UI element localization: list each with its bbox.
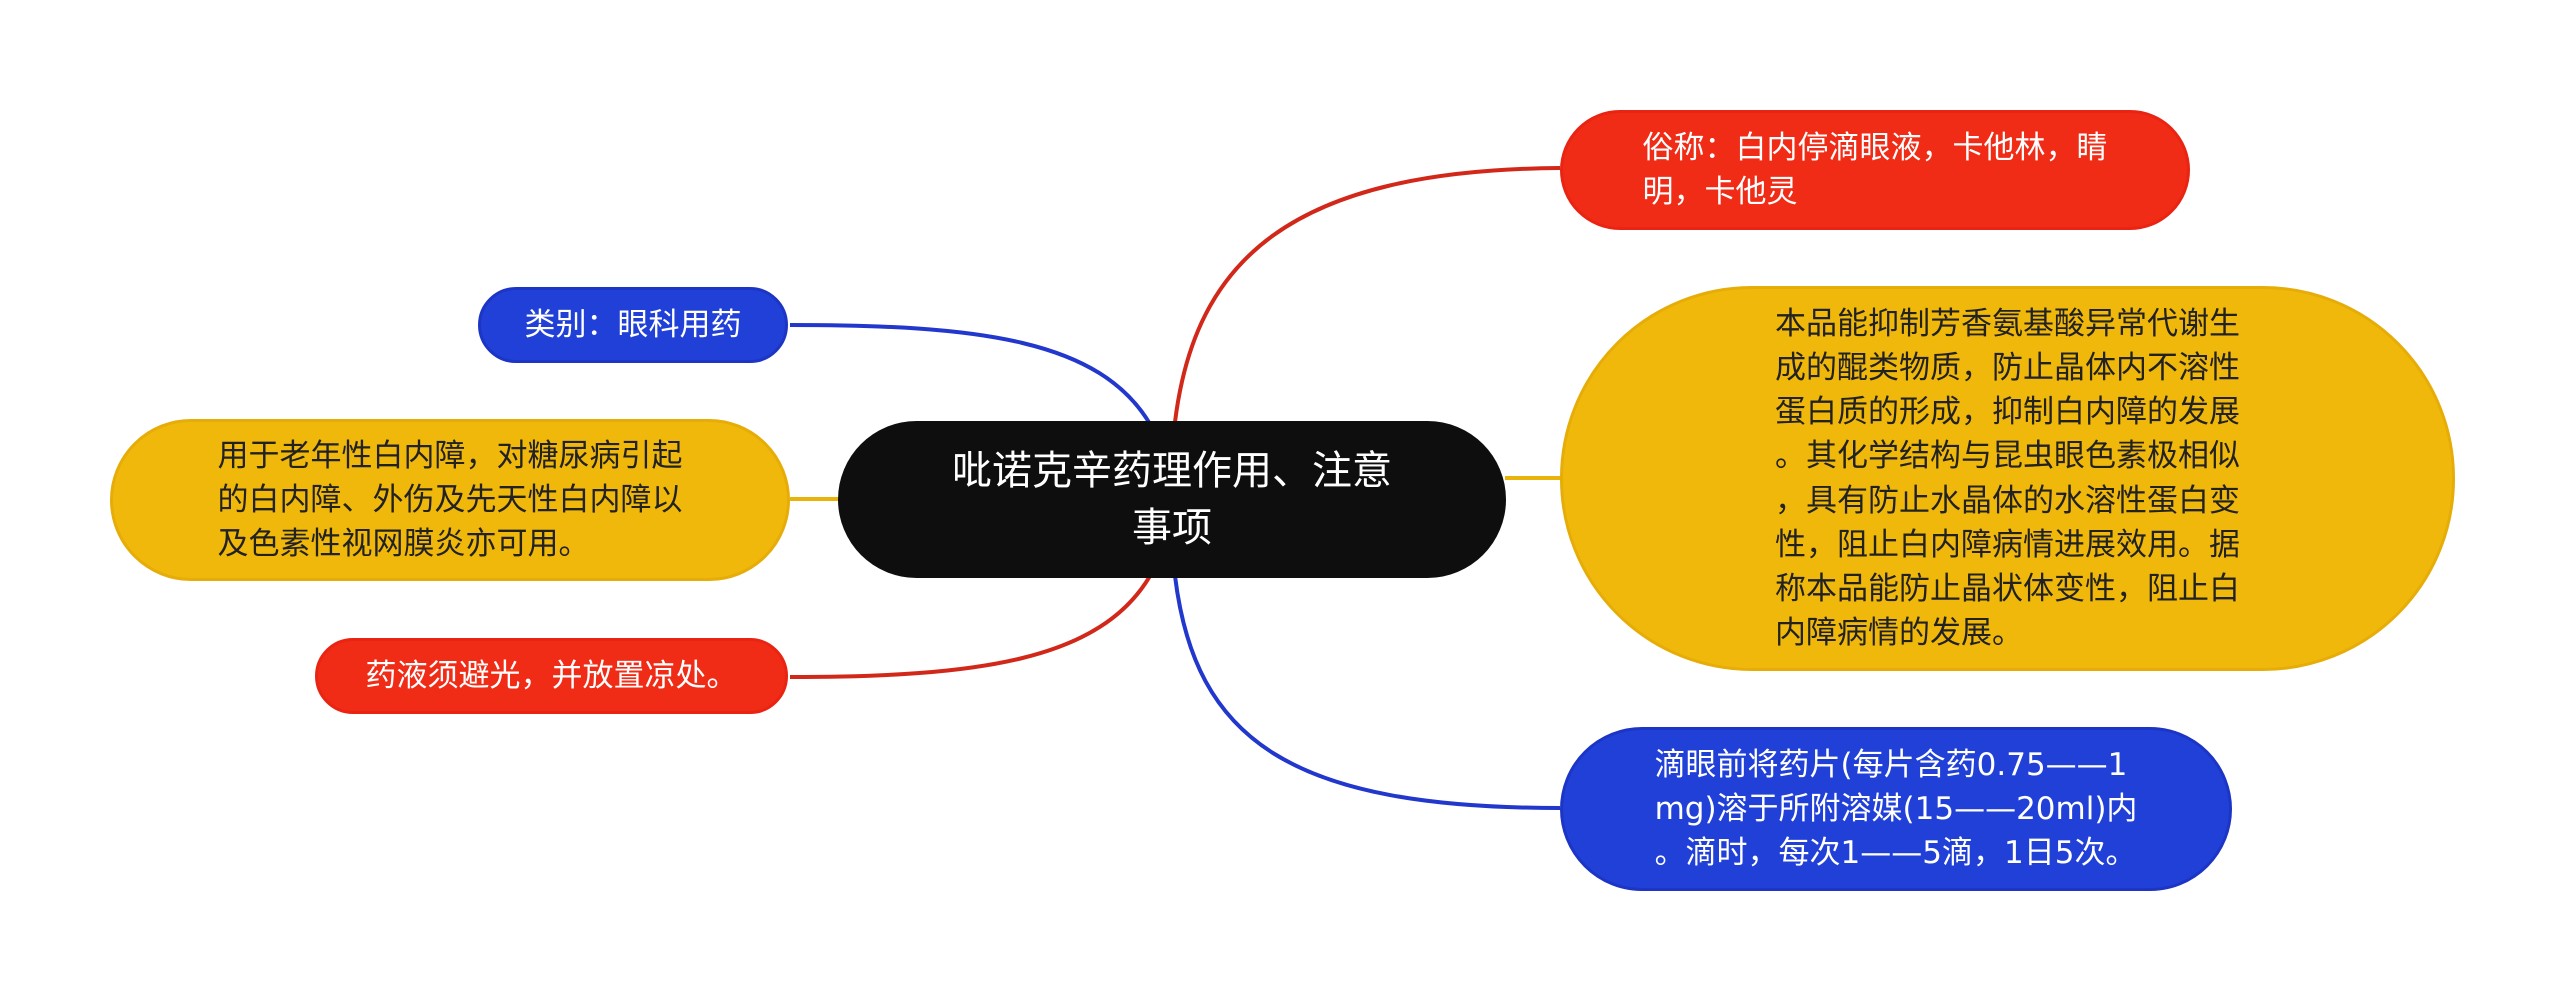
- left-branch-1-label: 类别：眼科用药: [524, 306, 742, 343]
- left-branch-2-label: 用于老年性白内障，对糖尿病引起 的白内障、外伤及先天性白内障以 及色素性视网膜炎…: [217, 437, 683, 562]
- right-branch-2[interactable]: 本品能抑制芳香氨基酸异常代谢生 成的醌类物质，防止晶体内不溶性 蛋白质的形成，抑…: [1560, 286, 2455, 671]
- right-branch-1[interactable]: 俗称：白内停滴眼液，卡他林，睛 明，卡他灵: [1560, 110, 2190, 230]
- connector-left-3: [789, 574, 1152, 679]
- right-branch-3[interactable]: 滴眼前将药片(每片含药0.75——1 mg)溶于所附溶媒(15——20ml)内 …: [1560, 727, 2232, 891]
- left-branch-1[interactable]: 类别：眼科用药: [478, 287, 788, 363]
- connector-left-1: [789, 323, 1152, 426]
- connector-right-1: [1173, 166, 1561, 423]
- left-branch-3-label: 药液须避光，并放置凉处。: [365, 657, 738, 694]
- left-branch-2[interactable]: 用于老年性白内障，对糖尿病引起 的白内障、外伤及先天性白内障以 及色素性视网膜炎…: [110, 419, 790, 581]
- connector-right-3: [1173, 575, 1561, 810]
- central-topic[interactable]: 吡诺克辛药理作用、注意 事项: [838, 421, 1506, 578]
- right-branch-3-label: 滴眼前将药片(每片含药0.75——1 mg)溶于所附溶媒(15——20ml)内 …: [1654, 746, 2138, 871]
- left-branch-3[interactable]: 药液须避光，并放置凉处。: [315, 638, 788, 714]
- right-branch-1-label: 俗称：白内停滴眼液，卡他林，睛 明，卡他灵: [1642, 129, 2108, 210]
- right-branch-2-label: 本品能抑制芳香氨基酸异常代谢生 成的醌类物质，防止晶体内不溶性 蛋白质的形成，抑…: [1775, 306, 2240, 651]
- central-topic-label: 吡诺克辛药理作用、注意 事项: [952, 447, 1392, 551]
